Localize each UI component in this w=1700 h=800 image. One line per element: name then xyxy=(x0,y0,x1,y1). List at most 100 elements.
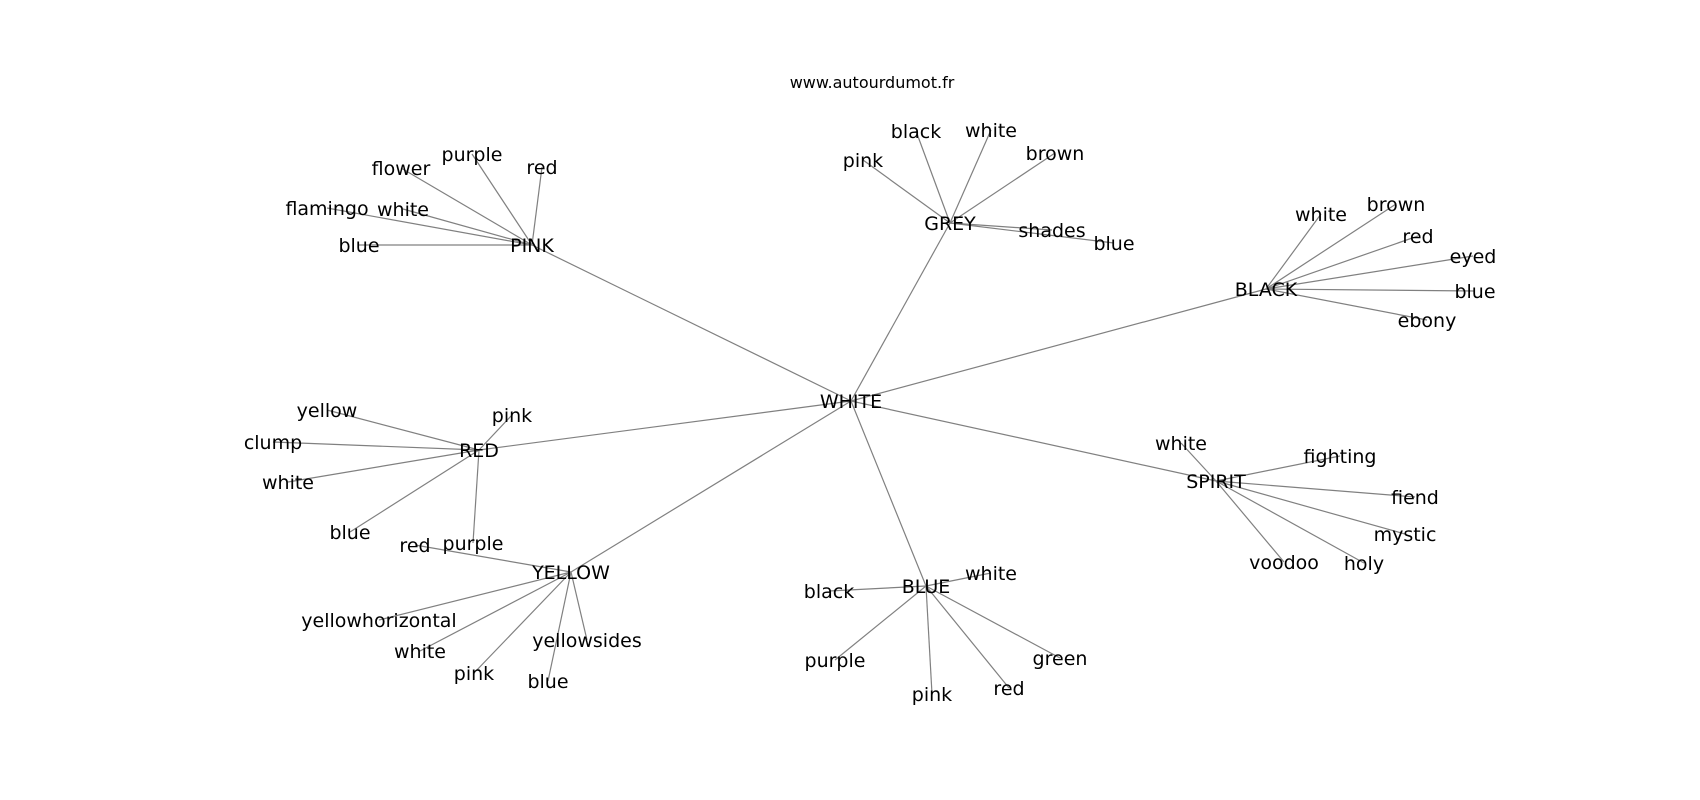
leaf-node-pink-purple[interactable]: purple xyxy=(442,144,503,166)
edge-black-white xyxy=(1265,213,1322,290)
leaf-node-red-blue[interactable]: blue xyxy=(329,522,370,544)
edge-grey-pink xyxy=(862,159,951,224)
edge-center-blue xyxy=(850,400,927,587)
leaf-node-black-white[interactable]: white xyxy=(1295,204,1347,226)
edge-grey-brown xyxy=(949,152,1056,224)
edges xyxy=(272,129,1476,695)
leaf-node-spirit-fighting[interactable]: fighting xyxy=(1304,446,1377,468)
edge-spirit-fighting xyxy=(1215,455,1341,482)
hub-node-blue[interactable]: BLUE xyxy=(902,576,951,598)
leaf-node-pink-blue[interactable]: blue xyxy=(338,235,379,257)
leaf-node-yellow-yellowsides[interactable]: yellowsides xyxy=(532,630,641,652)
leaf-node-grey-brown[interactable]: brown xyxy=(1026,143,1085,165)
edge-black-brown xyxy=(1265,203,1397,290)
edge-spirit-white xyxy=(1180,442,1217,482)
edge-pink-white xyxy=(402,208,533,246)
edge-blue-white xyxy=(925,572,992,587)
leaf-node-pink-flower[interactable]: flower xyxy=(372,158,431,180)
leaf-node-grey-blue[interactable]: blue xyxy=(1093,233,1134,255)
edge-yellow-white xyxy=(419,571,572,652)
hub-node-grey[interactable]: GREY xyxy=(924,213,976,235)
leaf-node-yellow-blue[interactable]: blue xyxy=(527,671,568,693)
hub-node-pink[interactable]: PINK xyxy=(510,235,554,257)
leaf-node-black-eyed[interactable]: eyed xyxy=(1450,246,1497,268)
edge-yellow-blue xyxy=(547,571,572,682)
edge-spirit-holy xyxy=(1215,480,1365,564)
edge-black-eyed xyxy=(1265,255,1474,290)
edge-black-ebony xyxy=(1265,288,1428,321)
edge-red-blue xyxy=(349,449,480,533)
edge-pink-flower xyxy=(400,167,533,246)
leaf-node-red-yellow[interactable]: yellow xyxy=(297,400,358,422)
leaf-node-black-blue[interactable]: blue xyxy=(1454,281,1495,303)
leaf-node-blue-red[interactable]: red xyxy=(993,678,1024,700)
edge-yellow-pink xyxy=(473,571,572,674)
edge-center-red xyxy=(478,400,852,451)
hub-node-black[interactable]: BLACK xyxy=(1235,279,1298,301)
edge-grey-black xyxy=(915,130,951,224)
leaf-node-blue-pink[interactable]: pink xyxy=(912,684,952,706)
leaf-node-red-clump[interactable]: clump xyxy=(244,432,302,454)
leaf-node-grey-pink[interactable]: pink xyxy=(843,150,883,172)
edge-center-grey xyxy=(850,222,951,402)
edge-grey-blue xyxy=(949,222,1115,244)
edge-grey-white xyxy=(949,129,992,224)
leaf-node-black-brown[interactable]: brown xyxy=(1367,194,1426,216)
edge-center-yellow xyxy=(570,400,852,573)
edge-blue-red xyxy=(925,585,1010,689)
edge-black-blue xyxy=(1265,288,1476,292)
hub-node-red[interactable]: RED xyxy=(459,440,499,462)
hub-node-yellow[interactable]: YELLOW xyxy=(531,562,610,584)
center-node-white[interactable]: WHITE xyxy=(820,391,882,413)
edge-red-purple xyxy=(472,449,480,544)
site-label: www.autourdumot.fr xyxy=(790,73,955,92)
edge-yellow-yellowhorizontal xyxy=(378,571,572,621)
leaf-node-pink-red[interactable]: red xyxy=(526,157,557,179)
edge-pink-purple xyxy=(471,153,533,246)
leaf-node-grey-white[interactable]: white xyxy=(965,120,1017,142)
edge-blue-purple xyxy=(834,585,927,661)
edge-blue-green xyxy=(925,585,1061,659)
leaf-node-grey-black[interactable]: black xyxy=(891,121,941,143)
edge-spirit-voodoo xyxy=(1215,480,1285,563)
leaf-node-spirit-holy[interactable]: holy xyxy=(1344,553,1384,575)
edge-black-red xyxy=(1265,235,1419,290)
edge-pink-flamingo xyxy=(326,207,533,246)
leaf-node-pink-white[interactable]: white xyxy=(377,199,429,221)
leaf-node-spirit-white[interactable]: white xyxy=(1155,433,1207,455)
edge-spirit-fiend xyxy=(1215,480,1416,498)
edge-center-spirit xyxy=(850,400,1217,482)
hub-node-spirit[interactable]: SPIRIT xyxy=(1186,471,1246,493)
leaf-node-spirit-fiend[interactable]: fiend xyxy=(1391,487,1439,509)
leaf-node-yellow-white[interactable]: white xyxy=(394,641,446,663)
edge-yellow-yellowsides xyxy=(570,571,588,641)
leaf-node-spirit-voodoo[interactable]: voodoo xyxy=(1249,552,1319,574)
edge-red-white xyxy=(287,449,480,483)
edge-red-clump xyxy=(272,441,480,451)
leaf-node-blue-black[interactable]: black xyxy=(804,581,854,603)
labels: WHITE PINK flower purple red flamingo white blu… xyxy=(244,120,1497,706)
edge-grey-shades xyxy=(949,222,1053,231)
edge-red-yellow xyxy=(326,409,480,451)
leaf-node-yellow-yellowhorizontal[interactable]: yellowhorizontal xyxy=(301,610,456,632)
leaf-node-pink-flamingo[interactable]: flamingo xyxy=(285,198,368,220)
leaf-node-grey-shades[interactable]: shades xyxy=(1018,220,1085,242)
leaf-node-black-ebony[interactable]: ebony xyxy=(1398,310,1457,332)
edge-center-black xyxy=(850,288,1267,402)
edge-blue-pink xyxy=(925,585,933,695)
leaf-node-red-white[interactable]: white xyxy=(262,472,314,494)
edge-red-pink xyxy=(478,414,513,451)
leaf-node-blue-green[interactable]: green xyxy=(1033,648,1088,670)
leaf-node-yellow-pink[interactable]: pink xyxy=(454,663,494,685)
edge-yellow-red xyxy=(414,544,572,573)
leaf-node-yellow-red[interactable]: red xyxy=(399,535,430,557)
leaf-node-black-red[interactable]: red xyxy=(1402,226,1433,248)
leaf-node-red-purple[interactable]: purple xyxy=(443,533,504,555)
edge-spirit-mystic xyxy=(1215,480,1406,535)
leaf-node-spirit-mystic[interactable]: mystic xyxy=(1374,524,1437,546)
leaf-node-blue-white[interactable]: white xyxy=(965,563,1017,585)
edge-center-pink xyxy=(531,244,852,402)
leaf-node-red-pink[interactable]: pink xyxy=(492,405,532,427)
leaf-node-blue-purple[interactable]: purple xyxy=(805,650,866,672)
